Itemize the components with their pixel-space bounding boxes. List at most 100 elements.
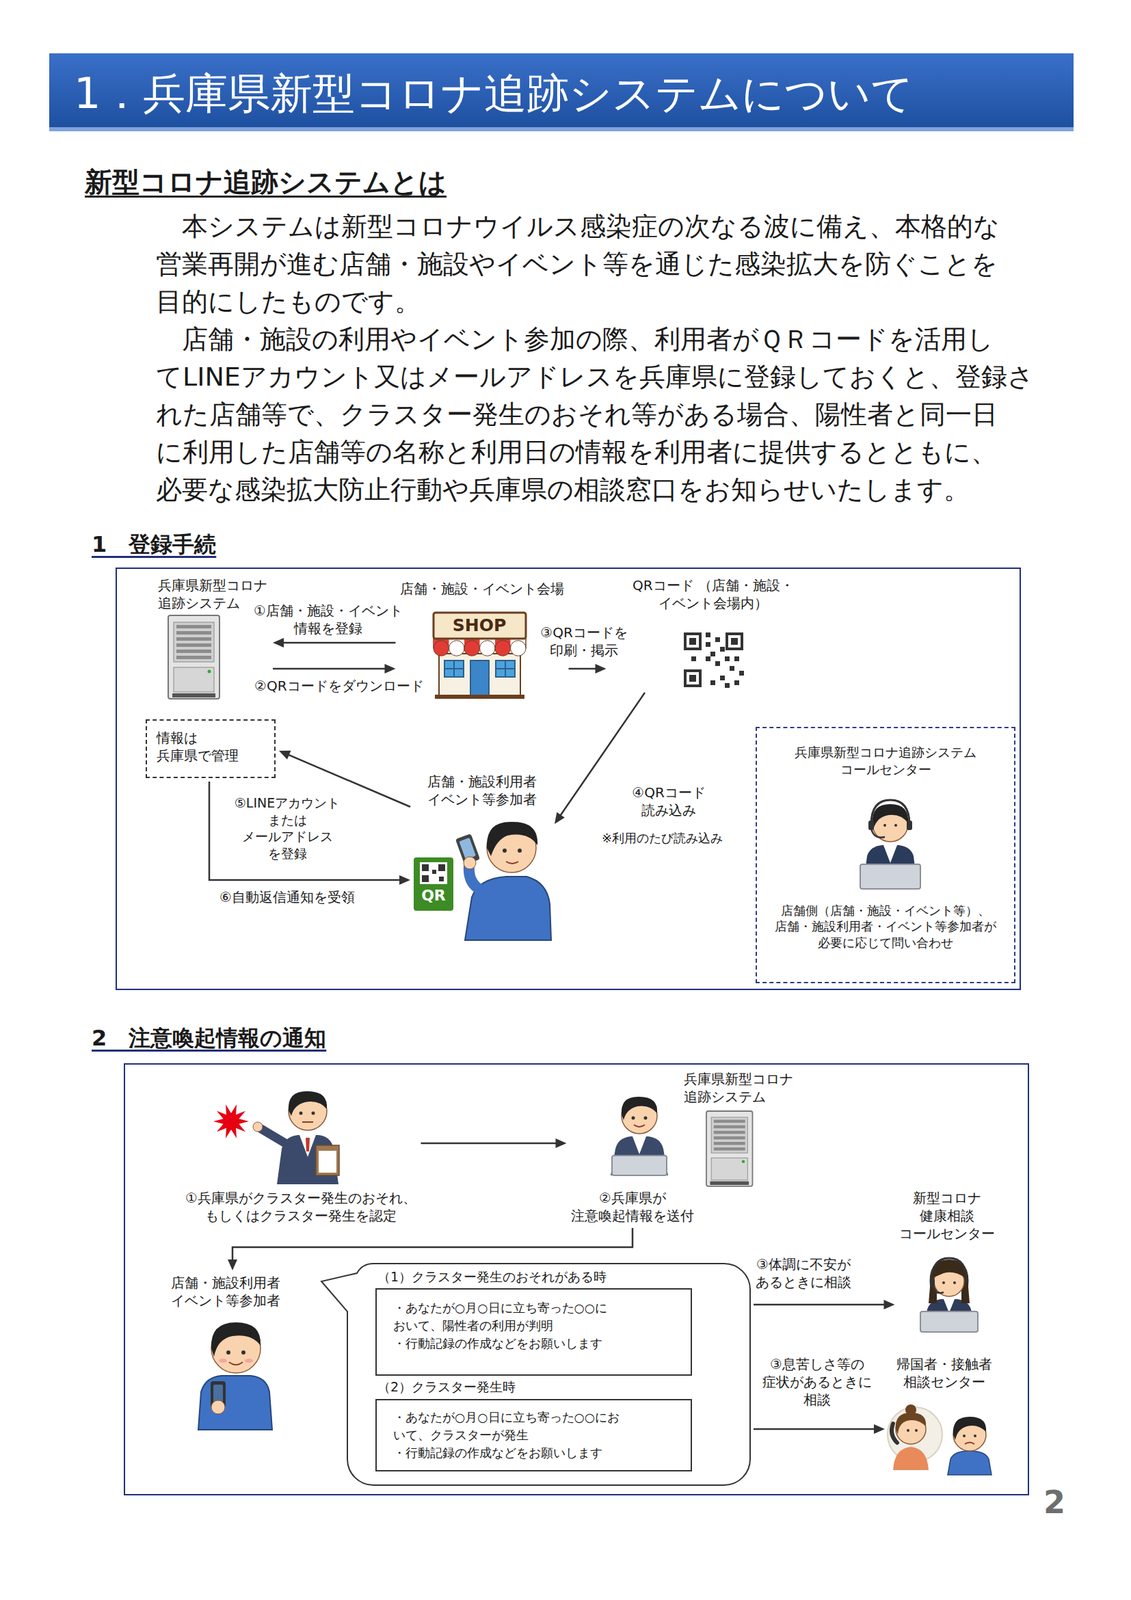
node-label: ②兵庫県が 注意喚起情報を送付	[570, 1189, 696, 1225]
node-label: 兵庫県新型コロナ 追跡システム	[157, 576, 270, 612]
user-scanning-illustration-part	[502, 848, 507, 853]
officer-pointing-illustration-part	[261, 1128, 290, 1147]
arrowhead	[384, 663, 396, 674]
shop-icon-part	[495, 660, 515, 677]
edge-label: ③QRコードを 印刷・掲示	[539, 623, 630, 660]
shop-icon	[433, 612, 526, 699]
health-operator-illustration-part	[942, 1281, 946, 1285]
health-operator-illustration-part	[953, 1281, 956, 1285]
officer-pointing-illustration-part	[315, 1145, 340, 1176]
user-phone-illustration	[198, 1322, 273, 1430]
officer-pointing-illustration-part	[318, 1150, 337, 1173]
node-label: 情報は 兵庫県で管理	[156, 728, 241, 765]
message-box: ・あなたが○月○日に立ち寄った○○に おいて、陽性者の利用が判明・行動記録の作成…	[375, 1288, 693, 1376]
consultation-illustration-part	[962, 1434, 966, 1438]
user-scanning-illustration-part	[438, 864, 446, 872]
edge-label: ⑥自動返信通知を受領	[219, 888, 357, 907]
consultation-illustration-part	[947, 1451, 992, 1475]
connector-line	[568, 668, 600, 671]
qr-code-icon-part	[739, 670, 744, 676]
edge-label: ③体調に不安が あるときに相談	[754, 1255, 853, 1292]
consultation-illustration-part	[914, 1429, 918, 1432]
officer-pointing-illustration-part	[299, 1111, 303, 1116]
user-phone-illustration-part	[211, 1400, 225, 1415]
server-icon-part	[706, 1111, 753, 1187]
flow-arrow	[272, 663, 396, 674]
body-paragraph: 店舗・施設の利用やイベント参加の際、利用者がＱＲコードを活用し てLINEアカウ…	[155, 320, 1088, 509]
section-heading: 1 登録手続	[91, 530, 219, 560]
flow-arrow	[272, 637, 396, 648]
user-phone-illustration-part	[244, 1358, 254, 1363]
qr-code-icon-part	[681, 630, 746, 690]
qr-code-icon-part	[734, 656, 740, 662]
connector-line	[753, 1304, 889, 1307]
shop-icon-part	[433, 640, 450, 657]
qr-code-icon-part	[729, 666, 735, 671]
user-phone-illustration-part	[218, 1358, 228, 1363]
flow-arrow	[753, 1424, 885, 1434]
section-frame: 2 注意喚起情報の通知①兵庫県がクラスター発生のおそれ、 もしくはクラスター発生…	[123, 1063, 1030, 1496]
qr-code-icon-part	[720, 646, 725, 652]
arrowhead	[884, 1299, 896, 1310]
consultation-illustration-part	[905, 1404, 917, 1416]
qr-code-icon-part	[715, 661, 721, 667]
page-number: 2	[1043, 1482, 1069, 1524]
message-box: ・あなたが○月○日に立ち寄った○○にお いて、クラスターが発生・行動記録の作成な…	[375, 1399, 693, 1472]
connector-line	[421, 1142, 561, 1145]
edge-label: ①店舗・施設・イベント 情報を登録	[253, 601, 405, 638]
operator-illustration-part	[883, 845, 898, 863]
user-phone-illustration-part	[226, 1350, 231, 1355]
edge-label: ⑤LINEアカウント または メールアドレス を登録	[233, 794, 342, 863]
officer-laptop-illustration-part	[633, 1124, 645, 1127]
shop-icon-part	[510, 640, 527, 657]
arrowhead	[555, 1138, 567, 1149]
server-icon-part	[706, 1111, 753, 1187]
operator-illustration	[860, 800, 921, 889]
node-label: 店舗・施設利用者 イベント等参加者	[426, 772, 539, 809]
health-operator-illustration	[920, 1258, 978, 1333]
shop-sign-text: SHOP	[451, 614, 508, 638]
qr-code-icon-part	[715, 637, 721, 643]
shop-icon-part	[449, 640, 465, 657]
user-scanning-illustration-part	[438, 876, 444, 882]
officer-laptop-illustration-part	[611, 1155, 667, 1176]
node-label: 兵庫県新型コロナ追跡システム コールセンター	[793, 743, 978, 778]
qr-code-icon-part	[691, 656, 697, 662]
consultation-illustration-part	[973, 1434, 977, 1438]
officer-laptop-illustration-part	[644, 1116, 648, 1121]
officer-pointing-illustration-part	[302, 1121, 314, 1123]
user-scanning-illustration-part	[469, 865, 482, 891]
officer-laptop-illustration-part	[632, 1136, 647, 1155]
connector-line	[558, 692, 645, 819]
node-label: ・行動記録の作成などをお願いします	[393, 1334, 605, 1353]
consultation-illustration-part	[893, 1446, 929, 1471]
consultation-illustration-part	[906, 1429, 910, 1432]
data-store-box: 情報は 兵庫県で管理	[145, 719, 276, 779]
server-icon	[706, 1111, 753, 1187]
consultation-center: 帰国者・接触者 相談センター	[888, 1355, 1001, 1475]
call-center-box: 兵庫県新型コロナ追跡システム コールセンター店舗側（店舗・施設・イベント等）、 …	[755, 726, 1016, 984]
speech-bubble-path	[321, 1263, 751, 1486]
edge-label: ②QRコードをダウンロード	[254, 676, 427, 695]
consultation-illustration-part	[953, 1416, 987, 1441]
shop-icon-part	[434, 694, 525, 699]
connector-line	[209, 781, 404, 881]
bubble-heading: （2）クラスター発生時	[377, 1378, 519, 1396]
officer-pointing-illustration-part	[213, 1104, 249, 1138]
user-scanning-illustration-part	[413, 857, 454, 911]
shop-icon-part	[464, 640, 481, 657]
user-scanning-illustration	[413, 821, 552, 941]
node-label: 店舗側（店舗・施設・イベント等）、 店舗・施設利用者・イベント等参加者が 必要に…	[774, 902, 998, 951]
flow-arrow	[209, 781, 411, 885]
qr-code-icon	[681, 630, 746, 690]
officer-laptop-illustration-part	[610, 1136, 669, 1176]
node-label: 新型コロナ 健康相談 コールセンター	[898, 1189, 997, 1243]
qr-code-icon-part	[683, 632, 702, 651]
speech-bubble: （1）クラスター発生のおそれがある時（2）クラスター発生時・あなたが○月○日に立…	[347, 1263, 751, 1486]
user-phone-illustration-part	[241, 1350, 246, 1355]
user-scanning-illustration-part	[463, 856, 476, 870]
node-label: ①兵庫県がクラスター発生のおそれ、 もしくはクラスター発生を認定	[184, 1189, 418, 1225]
server-icon	[168, 615, 220, 699]
shop-icon-part	[444, 660, 464, 677]
